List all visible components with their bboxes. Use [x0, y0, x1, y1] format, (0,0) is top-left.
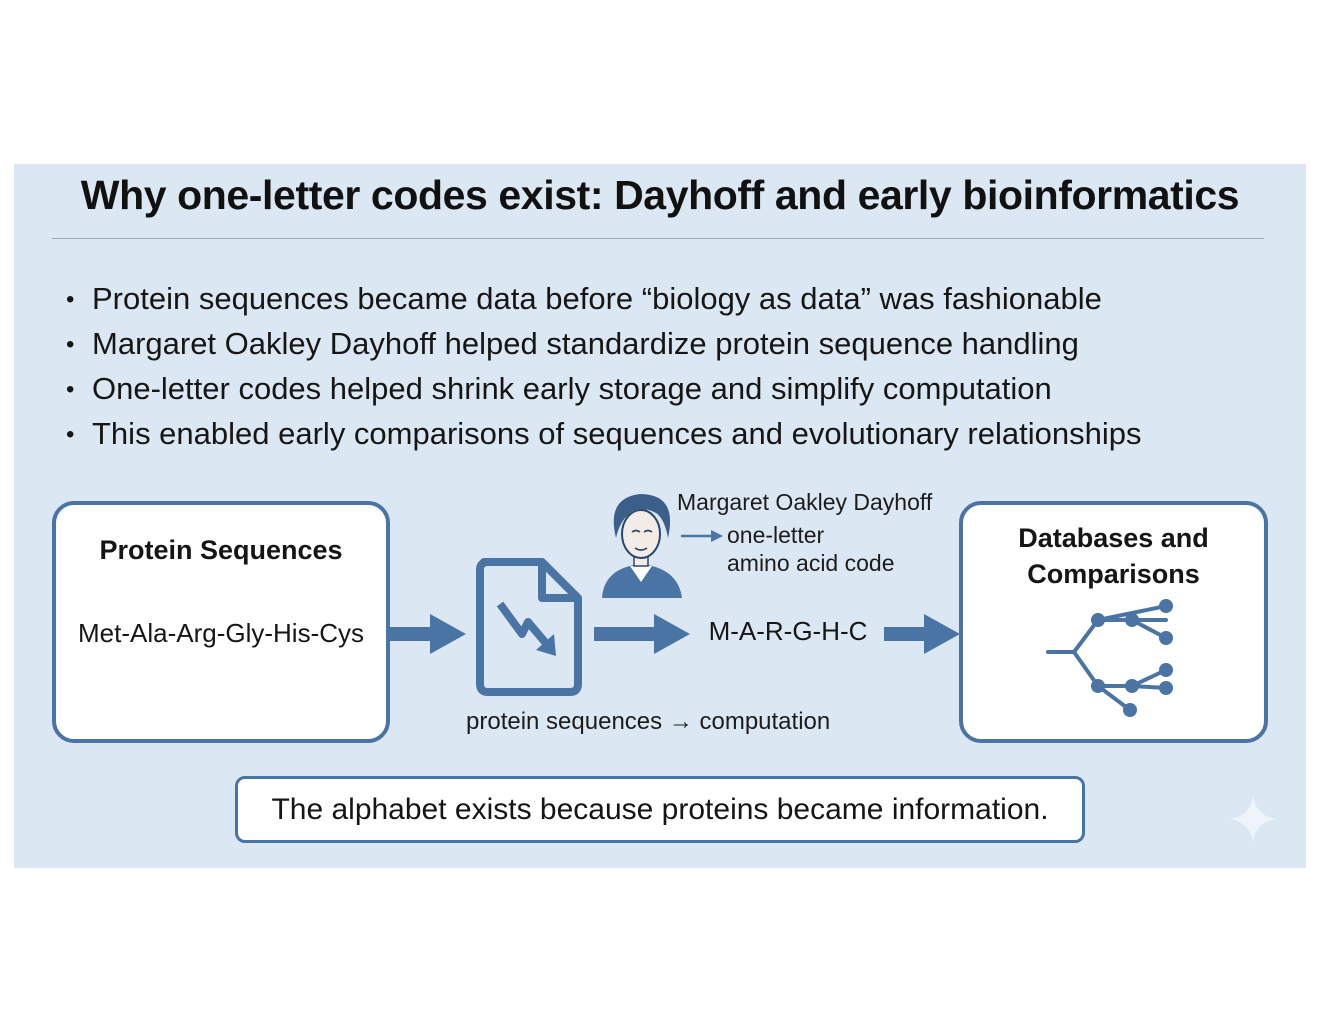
bullet-text: One-letter codes helped shrink early sto… — [92, 371, 1052, 406]
bullet-item: • This enabled early comparisons of seque… — [66, 411, 1141, 456]
person-name: Margaret Oakley Dayhoff — [677, 489, 933, 515]
bullet-text: Protein sequences became data before “bi… — [92, 281, 1102, 316]
bullet-item: • Protein sequences became data before “b… — [66, 276, 1141, 321]
one-letter-sequence: M-A-R-G-H-C — [708, 616, 868, 646]
takeaway-banner: The alphabet exists because proteins bec… — [235, 776, 1085, 843]
tree-icon — [1046, 599, 1173, 717]
databases-heading-line1: Databases and — [1018, 523, 1209, 553]
sparkle-icon — [1230, 796, 1276, 842]
bullet-marker: • — [66, 421, 75, 448]
title-divider — [52, 238, 1264, 239]
arrow-right-icon — [681, 530, 723, 542]
bullet-text: This enabled early comparisons of sequen… — [92, 416, 1142, 451]
three-letter-sequence: Met-Ala-Arg-Gly-His-Cys — [78, 618, 364, 648]
bullet-marker: • — [66, 376, 75, 403]
databases-heading-line2: Comparisons — [1027, 559, 1200, 589]
protein-sequences-box: Protein Sequences Met-Ala-Arg-Gly-His-Cy… — [52, 501, 390, 743]
code-note: one-letter amino acid code — [727, 521, 895, 577]
computation-caption: protein sequences → computation — [466, 708, 831, 735]
arrow-right-icon — [884, 614, 960, 654]
slide-title: Why one-letter codes exist: Dayhoff and … — [80, 172, 1240, 218]
bullet-list: • Protein sequences became data before “b… — [66, 276, 1141, 456]
arrow-right-icon — [594, 614, 690, 654]
code-note-line2: amino acid code — [727, 550, 895, 576]
protein-sequences-heading: Protein Sequences — [99, 535, 343, 565]
code-note-line1: one-letter — [727, 522, 825, 548]
arrow-right-icon — [390, 614, 466, 654]
bullet-marker: • — [66, 286, 75, 313]
document-arrow-icon — [476, 558, 582, 696]
databases-heading: Databases and Comparisons — [963, 520, 1264, 592]
bullet-item: • Margaret Oakley Dayhoff helped standard… — [66, 321, 1141, 366]
portrait-icon — [602, 494, 682, 598]
bullet-item: • One-letter codes helped shrink early st… — [66, 366, 1141, 411]
bullet-text: Margaret Oakley Dayhoff helped standardi… — [92, 326, 1079, 361]
bullet-marker: • — [66, 331, 75, 358]
